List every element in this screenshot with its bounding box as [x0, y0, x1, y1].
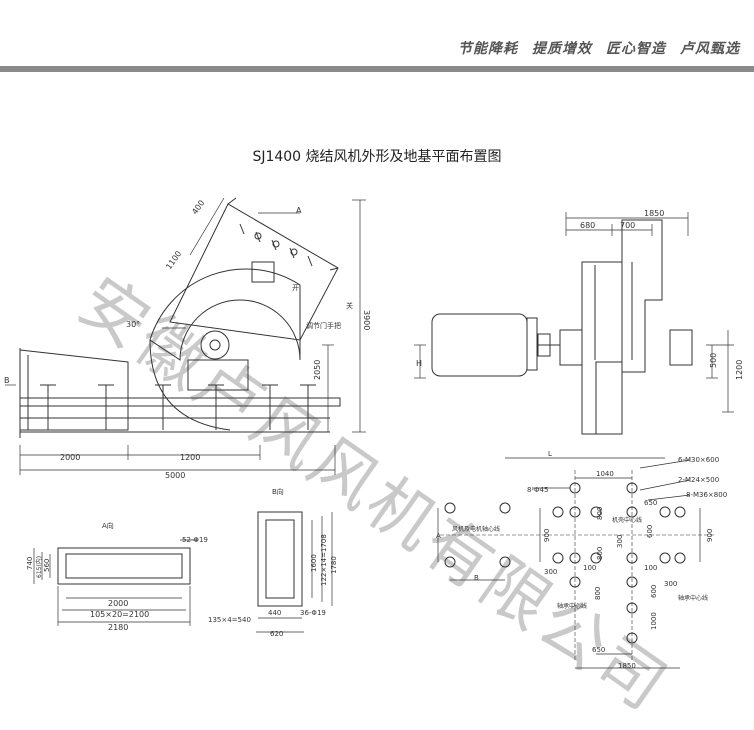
b-view-flange-outer	[257, 511, 303, 607]
side-dim-680: 680	[580, 221, 595, 230]
b-dim-440: 440	[268, 609, 281, 617]
a-dim-2180: 2180	[108, 623, 128, 632]
a-view-flange-outer	[57, 547, 191, 585]
fnd-dim-900-left: 900	[543, 529, 551, 542]
b-view-bolts: 36-Φ19	[300, 609, 326, 617]
side-view: 1850 680 700 500 1200 H	[414, 209, 744, 435]
b-dim-1600: 1600	[310, 554, 318, 572]
damper-blades	[239, 223, 313, 267]
fnd-dim-900-right: 900	[706, 529, 714, 542]
fnd-dim-650-top: 650	[644, 499, 657, 507]
hub-bearing	[200, 330, 230, 360]
fnd-dim-300-b: 300	[544, 568, 557, 576]
fnd-bolt-m36: 8-M36×800	[686, 491, 727, 499]
fnd-dim-800-b: 800	[596, 547, 604, 560]
dim-3900: 3900	[362, 310, 371, 330]
slogan-3: 匠心智造	[606, 41, 666, 57]
header-slogans: 节能降耗 提质增效 匠心智造 卢风甄选	[458, 38, 740, 60]
foundation-plan: L 1040 8-Φ45 6-M30×600 2-M24×500 8-M36×8…	[436, 450, 727, 670]
bearing-right	[669, 329, 693, 366]
fnd-note-machine-center: 机壳中心线	[612, 516, 642, 524]
bearing-left	[559, 329, 583, 366]
side-dim-500: 500	[709, 353, 718, 368]
main-elevation-view: 2000 1200 5000 3900 2050 400 1100 30° A …	[4, 197, 371, 480]
slogan-1: 节能降耗	[458, 41, 518, 57]
b-dim-1780: 1780	[330, 556, 338, 574]
b-dim-122x14: 122×14=1708	[320, 534, 328, 586]
b-view-caption: B向	[272, 487, 284, 496]
fnd-dim-1000: 1000	[650, 612, 658, 630]
fnd-dim-650-bottom: 650	[592, 646, 605, 654]
a-dim-105x20: 105×20=2100	[90, 610, 149, 619]
fnd-dim-300-c: 300	[664, 580, 677, 588]
scroll-casing	[149, 268, 301, 361]
b-view-flange-inner	[265, 519, 295, 599]
a-dim-615: 615(内)	[35, 556, 43, 578]
note-kai: 开	[292, 284, 299, 292]
fnd-dim-800-c: 800	[594, 587, 602, 600]
b-dim-620: 620	[270, 630, 283, 638]
casing-outlet	[621, 219, 663, 373]
a-view-bolts: 52-Φ19	[182, 536, 208, 544]
fnd-label-l: L	[548, 450, 552, 458]
fnd-label-a: A	[436, 532, 441, 540]
side-dim-1850: 1850	[644, 209, 664, 218]
motor-body	[431, 313, 528, 377]
base-supports	[40, 384, 316, 430]
note-door-handle: 调节门手把	[306, 321, 341, 330]
fnd-note-bearing-right: 轴承中心线	[678, 594, 708, 602]
control-box	[251, 261, 275, 283]
side-dimensions	[414, 212, 734, 413]
fnd-note-axis: 风机及电机轴心线	[452, 525, 500, 533]
side-label-h: H	[416, 359, 422, 368]
a-view-caption: A向	[102, 521, 114, 530]
anchor-holes	[444, 482, 686, 644]
fnd-dim-1040: 1040	[596, 470, 614, 478]
fnd-dim-600-b: 600	[650, 585, 658, 598]
a-dim-740: 740	[26, 557, 34, 570]
a-dim-2000: 2000	[108, 599, 128, 608]
angle-30: 30°	[126, 320, 140, 329]
label-a: A	[296, 206, 302, 215]
fnd-dim-1850: 1850	[618, 662, 636, 670]
slogan-4: 卢风甄选	[680, 41, 740, 57]
fnd-dim-100-a: 100	[583, 564, 596, 572]
side-dim-700: 700	[620, 221, 635, 230]
a-dim-560: 560	[43, 559, 51, 572]
foundation-dimensions	[437, 457, 701, 669]
label-b: B	[4, 376, 10, 385]
dim-2050: 2050	[313, 360, 322, 380]
header-divider	[0, 66, 754, 72]
fnd-bolt-m24: 2-M24×500	[678, 476, 719, 484]
fnd-dim-100-b: 100	[644, 564, 657, 572]
a-view-flange-inner	[65, 553, 183, 579]
fnd-label-b: B	[474, 574, 479, 582]
fnd-note-bearing-left: 轴承中心线	[557, 602, 587, 610]
b-view: B向 1600 122×14=1708 1780 135×4=540 440 3…	[208, 487, 338, 638]
center-lines	[440, 470, 715, 660]
drawing-title: SJ1400 烧结风机外形及地基平面布置图	[252, 149, 502, 165]
b-dim-135x4: 135×4=540	[208, 616, 251, 624]
dim-400: 400	[190, 198, 206, 216]
base-frame-top	[19, 397, 341, 407]
main-dimensions	[5, 197, 366, 475]
fnd-bolt-m30: 6-M30×600	[678, 456, 719, 464]
technical-drawing: 2000 1200 5000 3900 2050 400 1100 30° A …	[4, 197, 744, 670]
a-view: A向 52-Φ19 740 615(内) 560 2000 105×20=210…	[26, 521, 208, 632]
dim-5000: 5000	[165, 471, 185, 480]
dim-1200: 1200	[180, 453, 200, 462]
slogan-2: 提质增效	[532, 41, 592, 57]
fnd-dim-300-a: 300	[616, 535, 624, 548]
dim-1100: 1100	[164, 249, 183, 271]
dim-2000: 2000	[60, 453, 80, 462]
fnd-dim-800-a: 800	[596, 507, 604, 520]
casing-front	[581, 261, 623, 435]
fnd-hole-8: 8-Φ45	[527, 486, 548, 494]
side-dim-1200: 1200	[735, 360, 744, 380]
note-guan: 关	[346, 301, 353, 310]
fnd-dim-600: 600	[646, 525, 654, 538]
